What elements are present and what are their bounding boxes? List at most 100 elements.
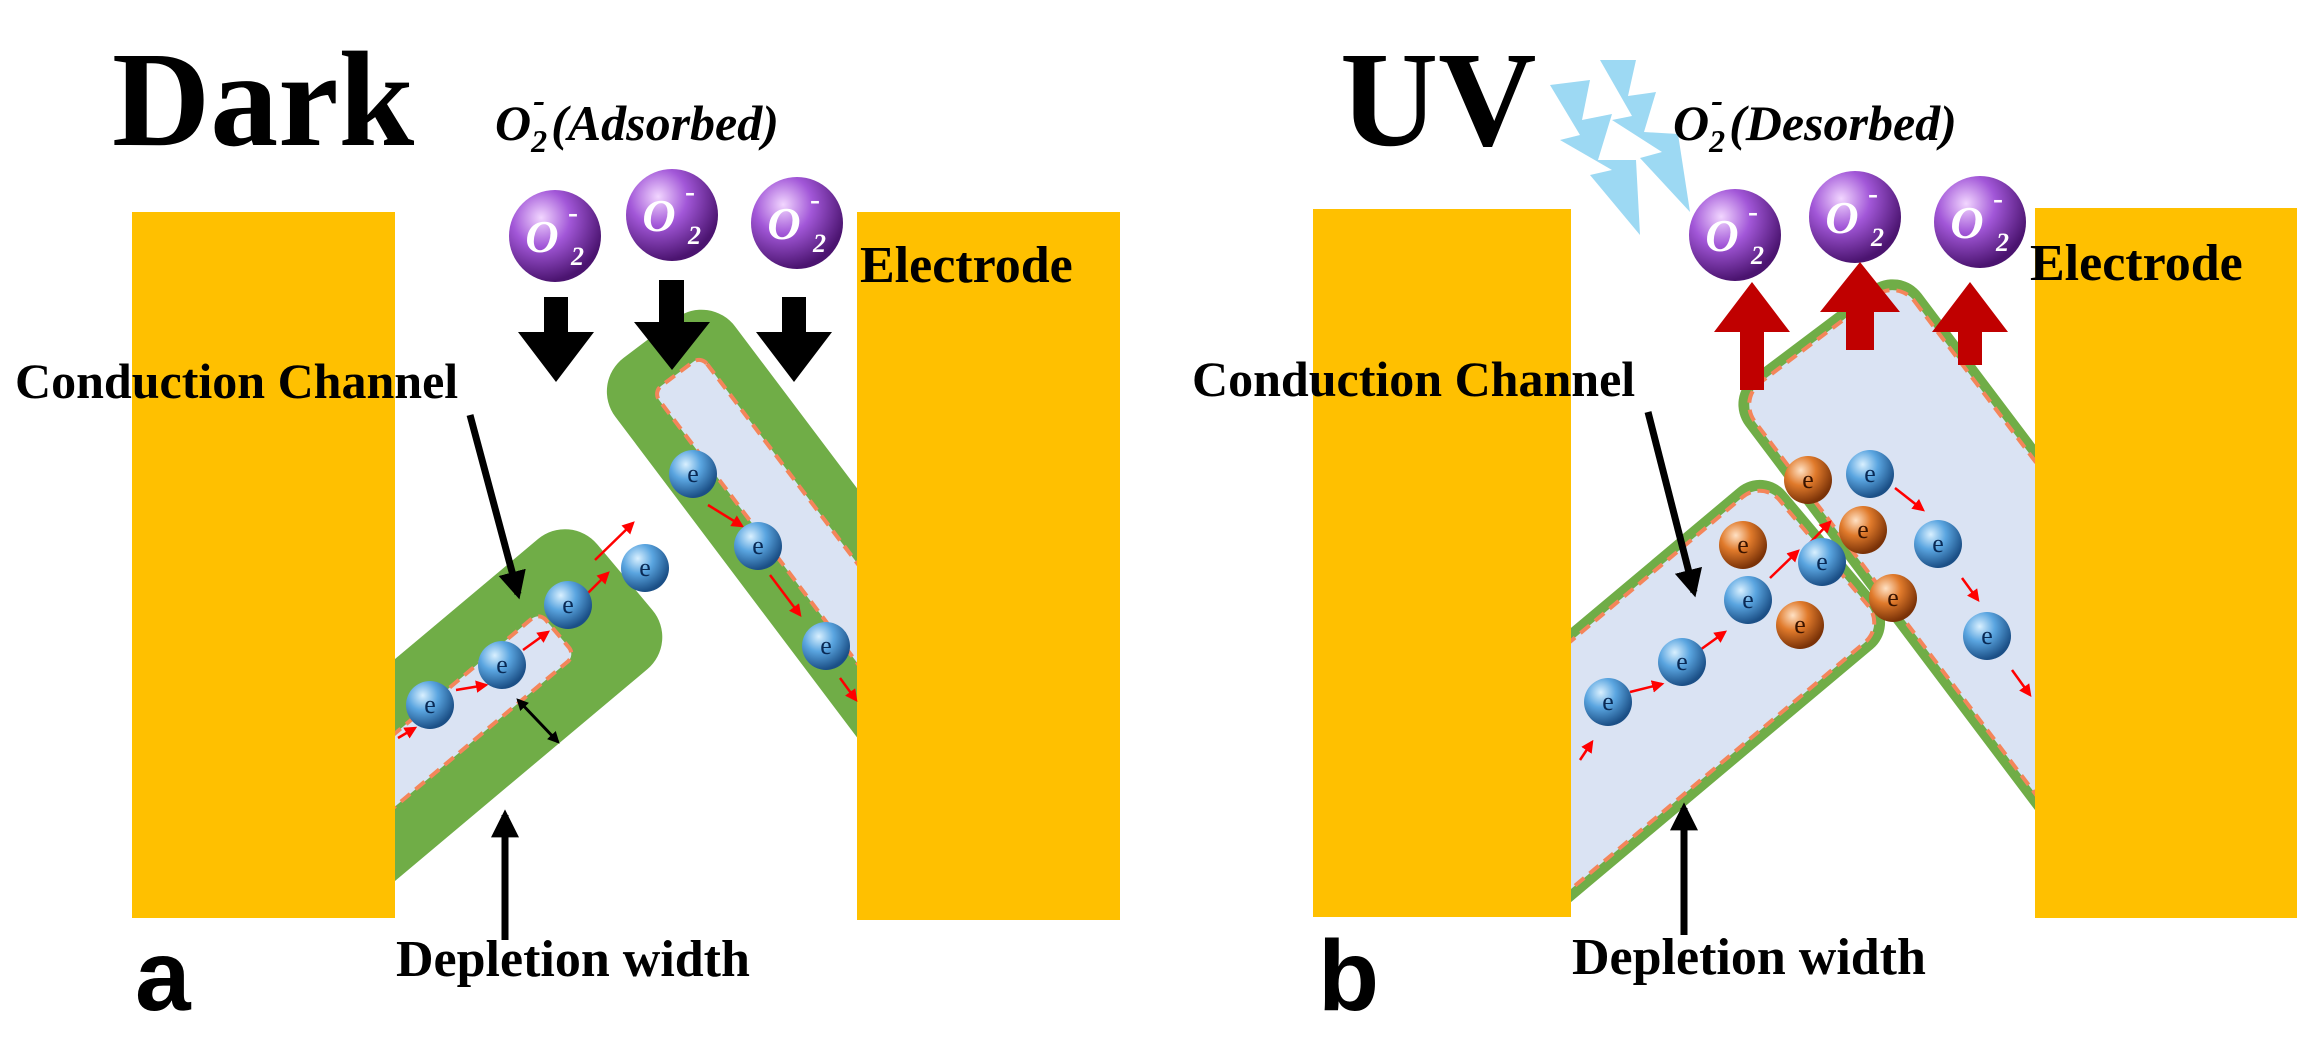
electron: e bbox=[734, 522, 782, 570]
svg-text:-: - bbox=[685, 175, 695, 208]
svg-text:e: e bbox=[1816, 547, 1828, 576]
electron: e bbox=[1658, 638, 1706, 686]
svg-text:O: O bbox=[525, 211, 558, 262]
svg-text:2: 2 bbox=[1750, 241, 1764, 270]
electron-flow-a bbox=[397, 503, 858, 740]
adsorption-arrow bbox=[634, 280, 710, 370]
oxygen-molecule: O 2 - bbox=[1809, 171, 1901, 263]
desorption-arrows-b bbox=[1714, 262, 2008, 390]
electron: e bbox=[1798, 538, 1846, 586]
oxygen-molecules-a: O 2 - O 2 - O 2 - bbox=[509, 169, 843, 282]
electron: e bbox=[1846, 450, 1894, 498]
electron: e bbox=[669, 450, 717, 498]
svg-text:e: e bbox=[820, 631, 832, 660]
svg-text:e: e bbox=[1742, 585, 1754, 614]
svg-text:e: e bbox=[752, 531, 764, 560]
uv-lightning-icon bbox=[1550, 80, 1640, 235]
svg-text:e: e bbox=[1887, 583, 1899, 612]
adsorption-arrows-a bbox=[518, 280, 832, 382]
left-electrode-b bbox=[1313, 209, 1571, 917]
svg-text:e: e bbox=[1602, 687, 1614, 716]
electrons-a: e e e e e e e bbox=[406, 450, 850, 729]
panel-label-b: b bbox=[1318, 920, 1379, 1032]
electron: e bbox=[1914, 520, 1962, 568]
svg-text:2: 2 bbox=[1995, 228, 2009, 257]
electron: e bbox=[1724, 576, 1772, 624]
oxygen-molecules-b: O 2 - O 2 - O 2 - bbox=[1689, 171, 2026, 281]
electron: e bbox=[1963, 612, 2011, 660]
svg-text:e: e bbox=[1794, 610, 1806, 639]
condition-title-a: Dark bbox=[112, 25, 415, 175]
desorption-arrow bbox=[1714, 282, 1790, 390]
electron: e bbox=[478, 641, 526, 689]
electron: e bbox=[802, 622, 850, 670]
right-electrode-a bbox=[857, 212, 1120, 920]
holes-b: e e e e e bbox=[1719, 456, 1917, 649]
right-electrode-b bbox=[2035, 208, 2297, 918]
svg-text:e: e bbox=[496, 650, 508, 679]
svg-text:e: e bbox=[1676, 647, 1688, 676]
condition-title-b: UV bbox=[1340, 25, 1536, 175]
oxygen-molecule: O 2 - bbox=[626, 169, 718, 261]
depletion-width-indicator-a bbox=[516, 698, 560, 744]
adsorption-arrow bbox=[756, 297, 832, 382]
left-electrode-a bbox=[132, 212, 395, 918]
conduction-channel-pointer-a bbox=[466, 414, 526, 600]
svg-text:-: - bbox=[568, 196, 578, 229]
electron: e bbox=[621, 544, 669, 592]
svg-text:e: e bbox=[687, 459, 699, 488]
depletion-width-label-a: Depletion width bbox=[396, 931, 750, 988]
hole: e bbox=[1784, 456, 1832, 504]
panel-label-a: a bbox=[135, 920, 192, 1032]
conduction-channel-right-b bbox=[1747, 288, 2035, 942]
oxygen-molecule: O 2 - bbox=[1689, 189, 1781, 281]
depletion-width-label-b: Depletion width bbox=[1572, 929, 1926, 986]
electron: e bbox=[406, 681, 454, 729]
desorption-arrow bbox=[1820, 262, 1900, 350]
oxygen-molecule: O 2 - bbox=[751, 177, 843, 269]
oxygen-molecule: O 2 - bbox=[509, 190, 601, 282]
svg-text:e: e bbox=[1932, 529, 1944, 558]
svg-text:e: e bbox=[1737, 530, 1749, 559]
svg-text:e: e bbox=[639, 553, 651, 582]
svg-text:O: O bbox=[1825, 192, 1858, 243]
adsorption-arrow bbox=[518, 297, 594, 382]
svg-text:e: e bbox=[424, 690, 436, 719]
desorption-arrow bbox=[1932, 282, 2008, 365]
panel-a: e e e e e e e O 2 - O 2 - bbox=[15, 25, 1120, 1032]
svg-text:2: 2 bbox=[570, 242, 584, 271]
conduction-channel-label-b: Conduction Channel bbox=[1192, 351, 1635, 407]
svg-text:e: e bbox=[562, 590, 574, 619]
svg-text:e: e bbox=[1802, 465, 1814, 494]
svg-text:e: e bbox=[1981, 621, 1993, 650]
uv-lightning-icon bbox=[1600, 60, 1690, 212]
svg-text:e: e bbox=[1857, 515, 1869, 544]
electron: e bbox=[1584, 678, 1632, 726]
panel-b: e e e e e e e e e e e e O bbox=[1192, 25, 2297, 1032]
electron: e bbox=[544, 581, 592, 629]
oxygen-status-title-a: O2-(Adsorbed) bbox=[495, 80, 779, 159]
hole: e bbox=[1869, 574, 1917, 622]
svg-text:-: - bbox=[810, 183, 820, 216]
electrons-b: e e e e e e e bbox=[1584, 450, 2011, 726]
svg-text:2: 2 bbox=[812, 229, 826, 258]
electrode-label-a: Electrode bbox=[860, 237, 1073, 294]
svg-text:O: O bbox=[642, 190, 675, 241]
hole: e bbox=[1719, 521, 1767, 569]
oxygen-molecule: O 2 - bbox=[1934, 176, 2026, 268]
svg-text:O: O bbox=[767, 198, 800, 249]
svg-text:-: - bbox=[1993, 182, 2003, 215]
uv-rays bbox=[1550, 60, 1690, 235]
hole: e bbox=[1839, 506, 1887, 554]
oxygen-status-title-b: O2-(Desorbed) bbox=[1673, 80, 1957, 159]
svg-text:O: O bbox=[1950, 197, 1983, 248]
electrode-label-b: Electrode bbox=[2030, 235, 2243, 292]
svg-text:e: e bbox=[1864, 459, 1876, 488]
svg-text:2: 2 bbox=[1870, 223, 1884, 252]
hole: e bbox=[1776, 601, 1824, 649]
conduction-channel-label-a: Conduction Channel bbox=[15, 353, 458, 409]
svg-text:-: - bbox=[1868, 177, 1878, 210]
svg-text:2: 2 bbox=[687, 221, 701, 250]
svg-text:-: - bbox=[1748, 195, 1758, 228]
